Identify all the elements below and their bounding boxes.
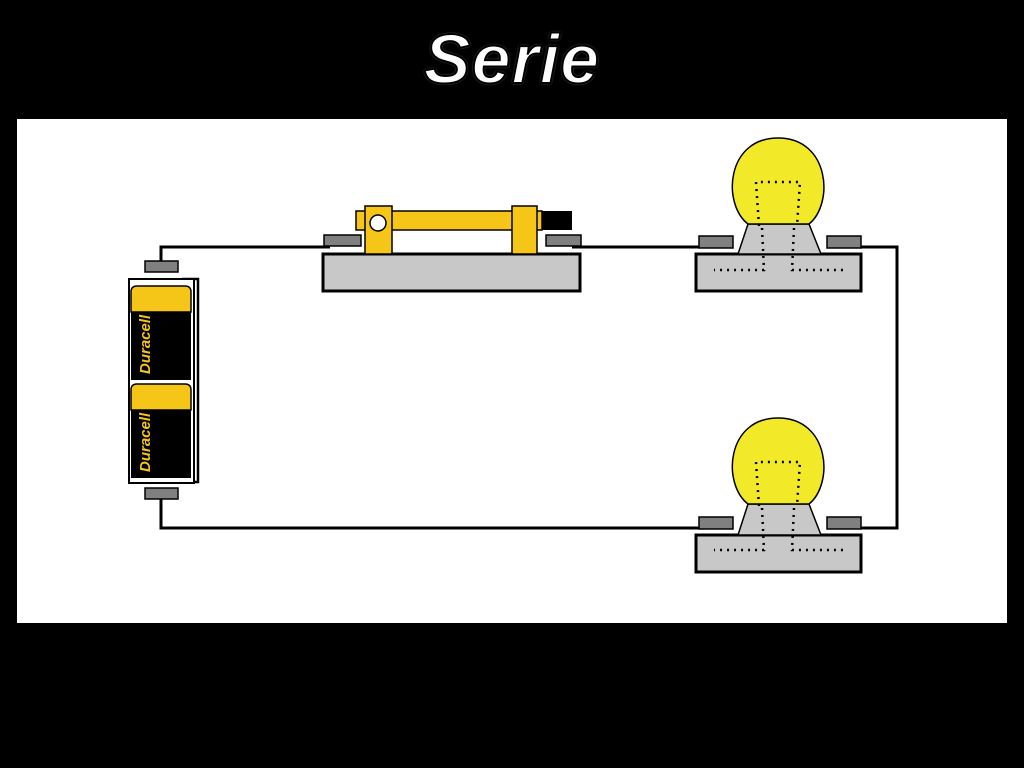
knife-switch-icon[interactable] — [321, 205, 582, 293]
bulb-1-wire-lead — [714, 227, 845, 272]
switch-pivot — [369, 214, 387, 232]
wire-top-left — [159, 245, 330, 262]
battery-2-body — [131, 410, 191, 478]
bulb-2-terminal-left — [698, 516, 734, 530]
battery-terminal-bottom — [144, 487, 179, 500]
battery-icon: Duracell — [130, 383, 192, 478]
bulb-1-base — [694, 252, 863, 293]
bulb-2-terminal-right — [826, 516, 862, 530]
battery-1-body — [131, 312, 191, 380]
battery-1-top — [130, 285, 192, 313]
bulb-1-filament — [754, 180, 802, 227]
bulb-1-terminal-right — [826, 235, 862, 249]
switch-contact-post — [511, 205, 538, 255]
bulb-1-glass — [731, 137, 825, 225]
battery-2-top — [130, 383, 192, 411]
slide-title: Serie — [423, 19, 601, 99]
bulb-2-glass — [731, 417, 825, 505]
switch-terminal-right — [545, 234, 582, 247]
battery-2-label: Duracell — [137, 412, 154, 472]
bulb-1-terminal-left — [698, 235, 734, 249]
battery-terminal-top — [144, 260, 179, 273]
switch-base — [321, 252, 582, 293]
switch-handle[interactable] — [542, 211, 572, 230]
light-bulb-icon — [694, 417, 863, 574]
switch-terminal-left — [323, 234, 362, 247]
bulb-2-socket — [736, 503, 823, 536]
bulb-2-wire-lead — [714, 507, 845, 552]
battery-icon: Duracell — [130, 285, 192, 380]
light-bulb-icon — [694, 137, 863, 293]
battery-1-label: Duracell — [137, 314, 154, 374]
battery-pack: Duracell Duracell — [128, 260, 195, 500]
wire-right-side — [850, 245, 899, 530]
bulb-1-socket — [736, 223, 823, 255]
bulb-2-base — [694, 533, 863, 574]
wire-bottom — [159, 498, 705, 530]
bulb-2-filament — [754, 460, 802, 507]
